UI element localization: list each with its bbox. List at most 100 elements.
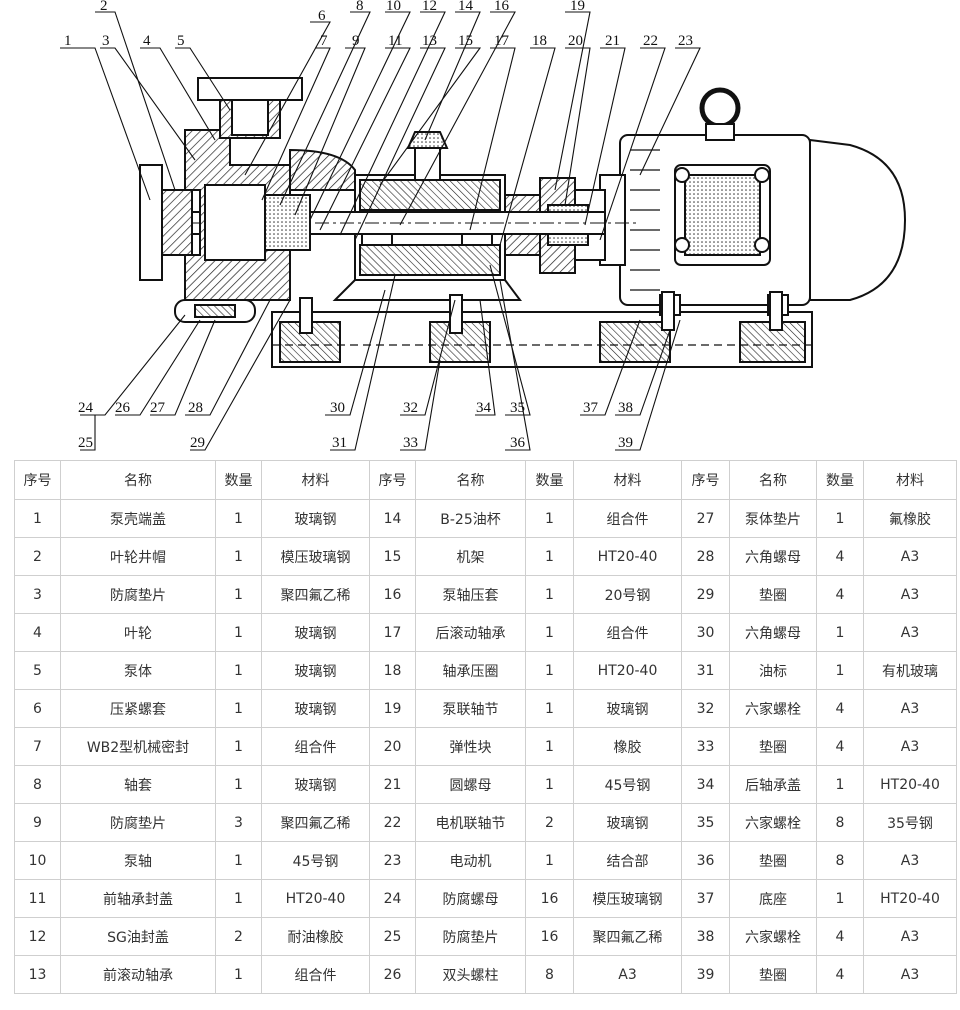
table-cell: 泵体 [60,651,216,690]
table-cell: 1 [215,613,262,652]
table-cell: 4 [816,955,864,994]
table-cell: 1 [525,499,574,538]
table-cell: 双头螺柱 [415,955,526,994]
table-cell: 六角螺母 [729,537,817,576]
table-cell: 聚四氟乙稀 [573,917,682,956]
table-cell: 1 [525,651,574,690]
table-cell: 1 [215,651,262,690]
table-cell: 12 [14,917,61,956]
table-cell: 1 [816,879,864,918]
table-cell: 3 [14,575,61,614]
callout-31: 31 [332,435,347,451]
header-cell: 材料 [573,460,682,500]
table-cell: 1 [215,765,262,804]
callout-26: 26 [115,400,131,416]
table-cell: 压紧螺套 [60,689,216,728]
table-cell: 垫圈 [729,841,817,880]
callout-6: 6 [318,8,326,24]
table-cell: 20号钢 [573,575,682,614]
table-cell: HT20-40 [863,879,957,918]
callout-5: 5 [177,33,185,49]
callout-2: 2 [100,0,108,14]
table-cell: 1 [215,499,262,538]
table-cell: 30 [681,613,730,652]
table-cell: 防腐螺母 [415,879,526,918]
table-cell: 组合件 [261,955,370,994]
table-cell: 16 [369,575,416,614]
table-cell: 轴套 [60,765,216,804]
table-cell: 六家螺栓 [729,917,817,956]
callout-25: 25 [78,435,93,451]
table-cell: 8 [816,841,864,880]
table-cell: 33 [681,727,730,766]
table-cell: A3 [573,955,682,994]
table-cell: 防腐垫片 [60,575,216,614]
table-cell: 1 [14,499,61,538]
callout-27: 27 [150,400,166,416]
callout-35: 35 [510,400,525,416]
table-cell: SG油封盖 [60,917,216,956]
table-cell: 弹性块 [415,727,526,766]
table-cell: 19 [369,689,416,728]
table-header-row: 序号 名称 数量 材料 序号 名称 数量 材料 序号 名称 数量 材料 [14,460,957,500]
table-cell: 机架 [415,537,526,576]
table-cell: A3 [863,841,957,880]
table-cell: 有机玻璃 [863,651,957,690]
table-cell: 垫圈 [729,727,817,766]
table-cell: 前轴承封盖 [60,879,216,918]
callout-37: 37 [583,400,599,416]
table-cell: 聚四氟乙稀 [261,575,370,614]
table-cell: 2 [525,803,574,842]
table-cell: 防腐垫片 [60,803,216,842]
table-cell: 10 [14,841,61,880]
table-cell: 六家螺栓 [729,803,817,842]
table-cell: 垫圈 [729,955,817,994]
callout-9: 9 [352,33,360,49]
callout-21: 21 [605,33,620,49]
header-cell: 数量 [215,460,262,500]
table-cell: 15 [369,537,416,576]
callout-12: 12 [422,0,437,14]
table-cell: 13 [14,955,61,994]
table-cell: 模压玻璃钢 [573,879,682,918]
table-cell: 玻璃钢 [261,499,370,538]
table-cell: 轴承压圈 [415,651,526,690]
table-cell: 玻璃钢 [261,651,370,690]
table-cell: A3 [863,575,957,614]
table-cell: 1 [816,651,864,690]
table-cell: 4 [816,917,864,956]
header-cell: 材料 [863,460,957,500]
table-cell: 8 [14,765,61,804]
table-cell: 后轴承盖 [729,765,817,804]
callout-3: 3 [102,33,110,49]
callout-32: 32 [403,400,418,416]
table-cell: 氟橡胶 [863,499,957,538]
callout-39: 39 [618,435,633,451]
table-cell: 3 [215,803,262,842]
table-cell: 34 [681,765,730,804]
table-cell: HT20-40 [261,879,370,918]
header-cell: 名称 [60,460,216,500]
table-cell: 1 [525,727,574,766]
table-cell: 油标 [729,651,817,690]
pump-assembly-drawing: 1 2 3 4 5 6 7 8 9 10 11 12 13 14 15 16 1… [60,0,907,451]
table-cell: 前滚动轴承 [60,955,216,994]
table-cell: HT20-40 [573,651,682,690]
callout-15: 15 [458,33,473,49]
table-cell: 1 [816,613,864,652]
table-cell: 16 [525,917,574,956]
table-cell: 1 [525,689,574,728]
table-cell: 组合件 [573,499,682,538]
callout-22: 22 [643,33,658,49]
table-cell: 9 [14,803,61,842]
table-cell: 8 [525,955,574,994]
motor [599,87,907,316]
header-cell: 名称 [415,460,526,500]
callout-11: 11 [388,33,402,49]
